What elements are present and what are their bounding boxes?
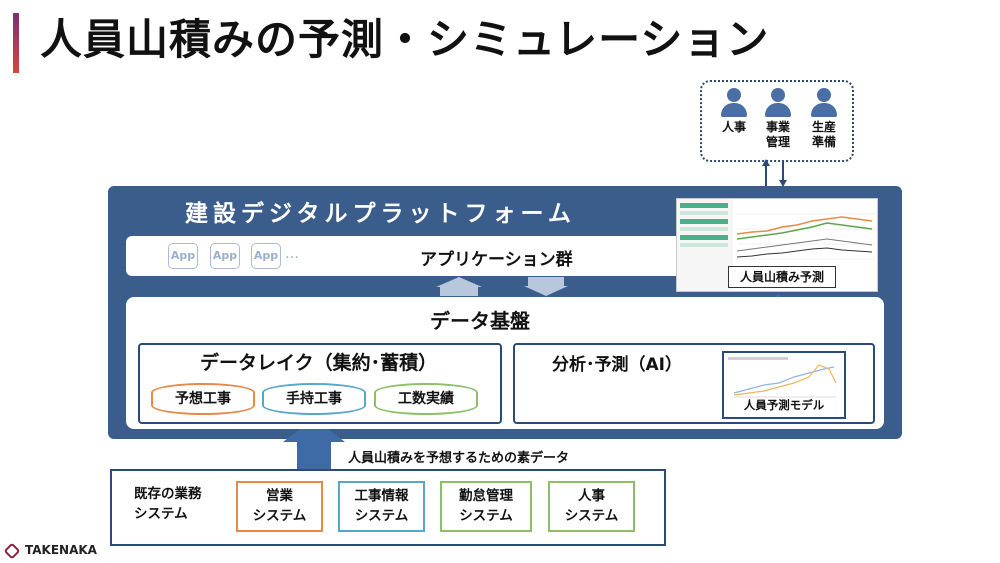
app-icon: App — [210, 243, 240, 269]
down-arrow-icon — [524, 277, 568, 296]
person-icon — [817, 88, 831, 102]
person-icon — [771, 88, 785, 102]
source-data-caption: 人員山積みを予想するための素データ — [348, 451, 570, 466]
person-icon — [727, 88, 741, 102]
company-logo: TAKENAKA — [3, 542, 97, 560]
data-store-ongoing-projects: 手持工事 — [262, 383, 366, 415]
system-construction-info: 工事情報 システム — [338, 481, 425, 532]
data-store-expected-projects: 予想工事 — [151, 383, 255, 415]
system-hr: 人事 システム — [548, 481, 635, 532]
user-hr: 人事 — [714, 88, 754, 135]
user-label: 人事 — [721, 120, 746, 134]
title-accent-bar — [13, 13, 19, 73]
app-icon: App — [251, 243, 281, 269]
system-sales: 営業 システム — [236, 481, 323, 532]
model-chart-image — [728, 357, 837, 398]
users-group: 人事 事業 管理 生産 準備 — [700, 80, 854, 162]
app-ellipsis: … — [285, 246, 299, 262]
user-label: 事業 管理 — [765, 120, 790, 149]
forecast-chart-image — [677, 199, 875, 291]
analysis-label: 分析･予測（AI） — [552, 355, 682, 375]
data-store-manhour-results: 工数実績 — [374, 383, 478, 415]
logo-text: TAKENAKA — [25, 543, 97, 557]
existing-systems-label: 既存の業務 システム — [134, 486, 202, 522]
app-group-label: アプリケーション群 — [420, 250, 573, 270]
forecast-caption: 人員山積み予測 — [728, 266, 836, 288]
page-title: 人員山積みの予測・シミュレーション — [40, 15, 770, 64]
prediction-model-thumbnail — [722, 351, 846, 419]
app-icon: App — [168, 243, 198, 269]
system-attendance: 勤怠管理 システム — [440, 481, 532, 532]
user-label: 生産 準備 — [811, 120, 836, 149]
data-lake-label: データレイク（集約･蓄積） — [200, 352, 438, 374]
user-business-management: 事業 管理 — [758, 88, 798, 150]
platform-title: 建設デジタルプラットフォーム — [185, 201, 576, 227]
user-production-prep: 生産 準備 — [804, 88, 844, 150]
up-arrow-icon — [283, 418, 345, 470]
model-caption: 人員予測モデル — [743, 398, 825, 412]
logo-icon — [3, 542, 21, 560]
data-platform-label: データ基盤 — [430, 309, 530, 333]
up-arrow-icon — [436, 277, 482, 296]
